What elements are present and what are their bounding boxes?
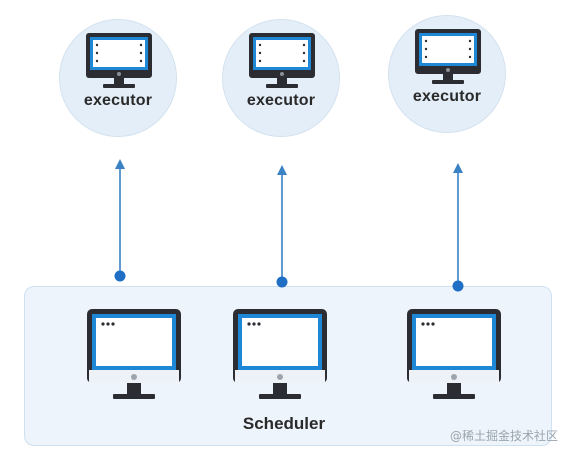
executor-label: executor xyxy=(83,92,153,109)
executor-node-2: executor xyxy=(222,19,340,137)
monitor-icon xyxy=(407,309,501,399)
executor-label: executor xyxy=(412,88,482,105)
arrow-3 xyxy=(452,163,464,292)
monitor-icon xyxy=(86,33,152,88)
arrow-2 xyxy=(276,165,288,288)
monitor-icon xyxy=(415,29,481,84)
monitor-icon xyxy=(233,309,327,399)
executor-node-3: executor xyxy=(388,15,506,133)
scheduler-label: Scheduler xyxy=(242,414,326,433)
arrow-1 xyxy=(114,159,126,282)
executor-label: executor xyxy=(246,92,316,109)
monitor-icon xyxy=(87,309,181,399)
executor-node-1: executor xyxy=(59,19,177,137)
watermark: @稀土掘金技术社区 xyxy=(449,429,558,443)
monitor-icon xyxy=(249,33,315,88)
